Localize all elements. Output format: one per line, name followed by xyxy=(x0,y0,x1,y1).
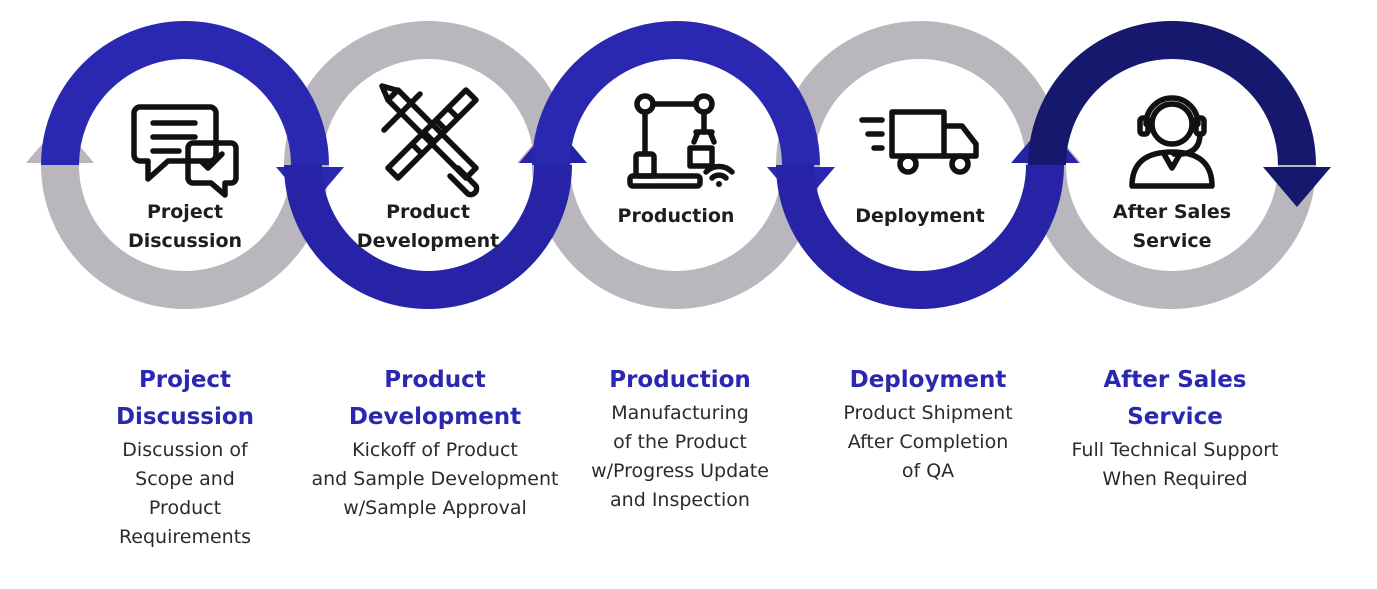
step-title: Deployment xyxy=(849,367,1007,393)
chat-bubbles-checkmark-icon xyxy=(131,104,239,198)
ring-gray-half-4 xyxy=(776,21,1064,166)
delivery-truck-icon xyxy=(859,109,979,175)
robotic-arm-icon xyxy=(627,93,735,189)
pencil-ruler-icon xyxy=(379,83,480,198)
ring-blue-half-5 xyxy=(1028,21,1331,207)
step-title: After Sales Service xyxy=(1103,367,1247,430)
step-title: Production xyxy=(609,367,751,393)
step-body: Discussion of Scope and Product Requirem… xyxy=(118,439,252,548)
step-title: Product Development xyxy=(348,367,522,430)
step-body: Kickoff of Product and Sample Developmen… xyxy=(311,439,559,519)
ring-label-3: Production xyxy=(618,205,735,227)
ring-label-4: Deployment xyxy=(855,205,985,227)
step-body: Full Technical Support When Required xyxy=(1071,439,1279,490)
step-body: Product Shipment After Completion of QA xyxy=(843,402,1013,482)
step-title: Project Discussion xyxy=(115,367,255,430)
step-body: Manufacturing of the Product w/Progress … xyxy=(591,402,769,511)
headset-support-agent-icon xyxy=(1129,95,1215,189)
